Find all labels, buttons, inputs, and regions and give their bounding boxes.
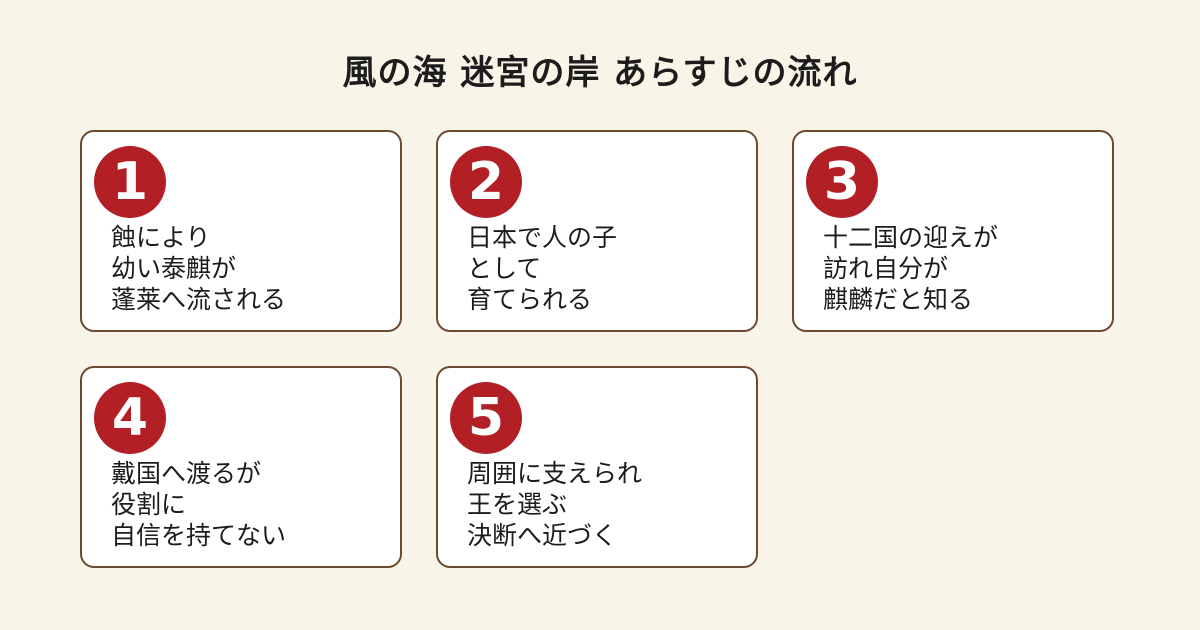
step-description: 戴国へ渡るが 役割に 自信を持てない xyxy=(111,458,390,551)
page-title: 風の海 迷宮の岸 あらすじの流れ xyxy=(342,53,858,93)
step-text-line: 十二国の迎えが xyxy=(823,223,999,252)
step-number-badge: 2 xyxy=(450,146,522,218)
step-card-3: 3 十二国の迎えが 訪れ自分が 麒麟だと知る xyxy=(792,130,1114,332)
step-text-line: 蓬莱へ流される xyxy=(111,285,287,314)
step-card-1: 1 蝕により 幼い泰麒が 蓬莱へ流される xyxy=(80,130,402,332)
step-text-line: 日本で人の子 xyxy=(467,223,618,252)
step-number-badge: 4 xyxy=(94,382,166,454)
step-text-line: として xyxy=(467,254,542,283)
step-text-line: 蝕により xyxy=(111,223,211,252)
step-description: 蝕により 幼い泰麒が 蓬莱へ流される xyxy=(111,222,390,315)
step-number-badge: 1 xyxy=(94,146,166,218)
step-text-line: 幼い泰麒が xyxy=(111,254,237,283)
step-card-5: 5 周囲に支えられ 王を選ぶ 決断へ近づく xyxy=(436,366,758,568)
step-card-2: 2 日本で人の子 として 育てられる xyxy=(436,130,758,332)
step-number-badge: 3 xyxy=(806,146,878,218)
step-text-line: 自信を持てない xyxy=(111,521,287,550)
step-description: 日本で人の子 として 育てられる xyxy=(467,222,746,315)
step-text-line: 麒麟だと知る xyxy=(823,285,974,314)
step-text-line: 育てられる xyxy=(467,285,593,314)
step-text-line: 戴国へ渡るが xyxy=(111,459,262,488)
step-text-line: 役割に xyxy=(111,490,187,519)
step-text-line: 王を選ぶ xyxy=(467,490,568,519)
step-number-badge: 5 xyxy=(450,382,522,454)
step-description: 周囲に支えられ 王を選ぶ 決断へ近づく xyxy=(467,458,746,551)
step-text-line: 決断へ近づく xyxy=(467,521,618,550)
step-description: 十二国の迎えが 訪れ自分が 麒麟だと知る xyxy=(823,222,1102,315)
step-card-4: 4 戴国へ渡るが 役割に 自信を持てない xyxy=(80,366,402,568)
step-text-line: 訪れ自分が xyxy=(823,254,949,283)
step-text-line: 周囲に支えられ xyxy=(467,459,643,488)
